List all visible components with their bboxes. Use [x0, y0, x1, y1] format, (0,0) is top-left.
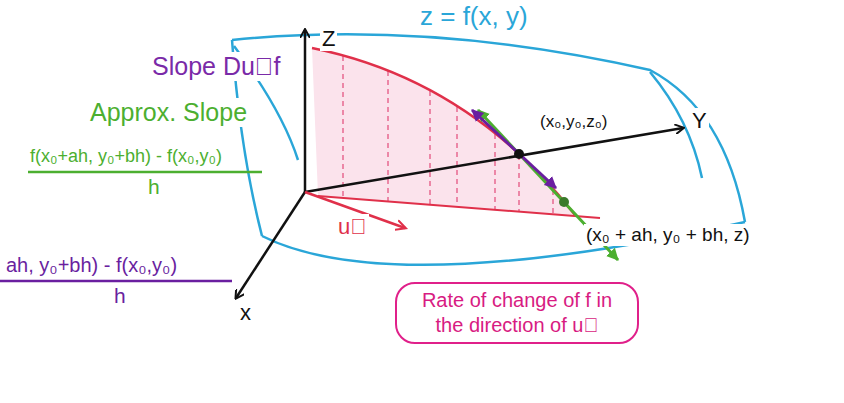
- axes: [236, 30, 683, 298]
- point-dot: [514, 149, 524, 159]
- difference-quotient: f(x₀+ah, y₀+bh) - f(x₀,y₀): [28, 146, 224, 167]
- axis-label: Y: [690, 108, 709, 133]
- fraction-bar: [28, 171, 262, 174]
- point-dot: [559, 197, 569, 207]
- y-axis: [305, 128, 683, 192]
- note-box: Rate of change of f in the direction of …: [395, 282, 639, 344]
- note-text: Rate of change of f in the direction of …: [409, 288, 625, 338]
- approx-slope-label: Approx. Slope: [88, 98, 249, 127]
- surface-equation: z = f(x, y): [418, 2, 530, 32]
- point-label: (x₀,y₀,z₀): [538, 112, 609, 132]
- denominator: h: [146, 175, 162, 199]
- z-axis: [304, 30, 307, 192]
- difference-quotient: ah, y₀+bh) - f(x₀,y₀): [4, 254, 179, 277]
- surface-curve: [312, 48, 575, 215]
- x-axis: [236, 192, 305, 298]
- slope-label: Slope Du⃗f: [150, 52, 283, 81]
- denominator: h: [112, 284, 128, 308]
- hatch-lines: [343, 56, 553, 214]
- axis-label: x: [238, 300, 253, 325]
- point-label: (x₀ + ah, y₀ + bh, z): [584, 224, 752, 246]
- axis-label: Z: [320, 26, 337, 51]
- vector-label: u⃗: [336, 214, 369, 239]
- fraction-bar: [0, 280, 232, 283]
